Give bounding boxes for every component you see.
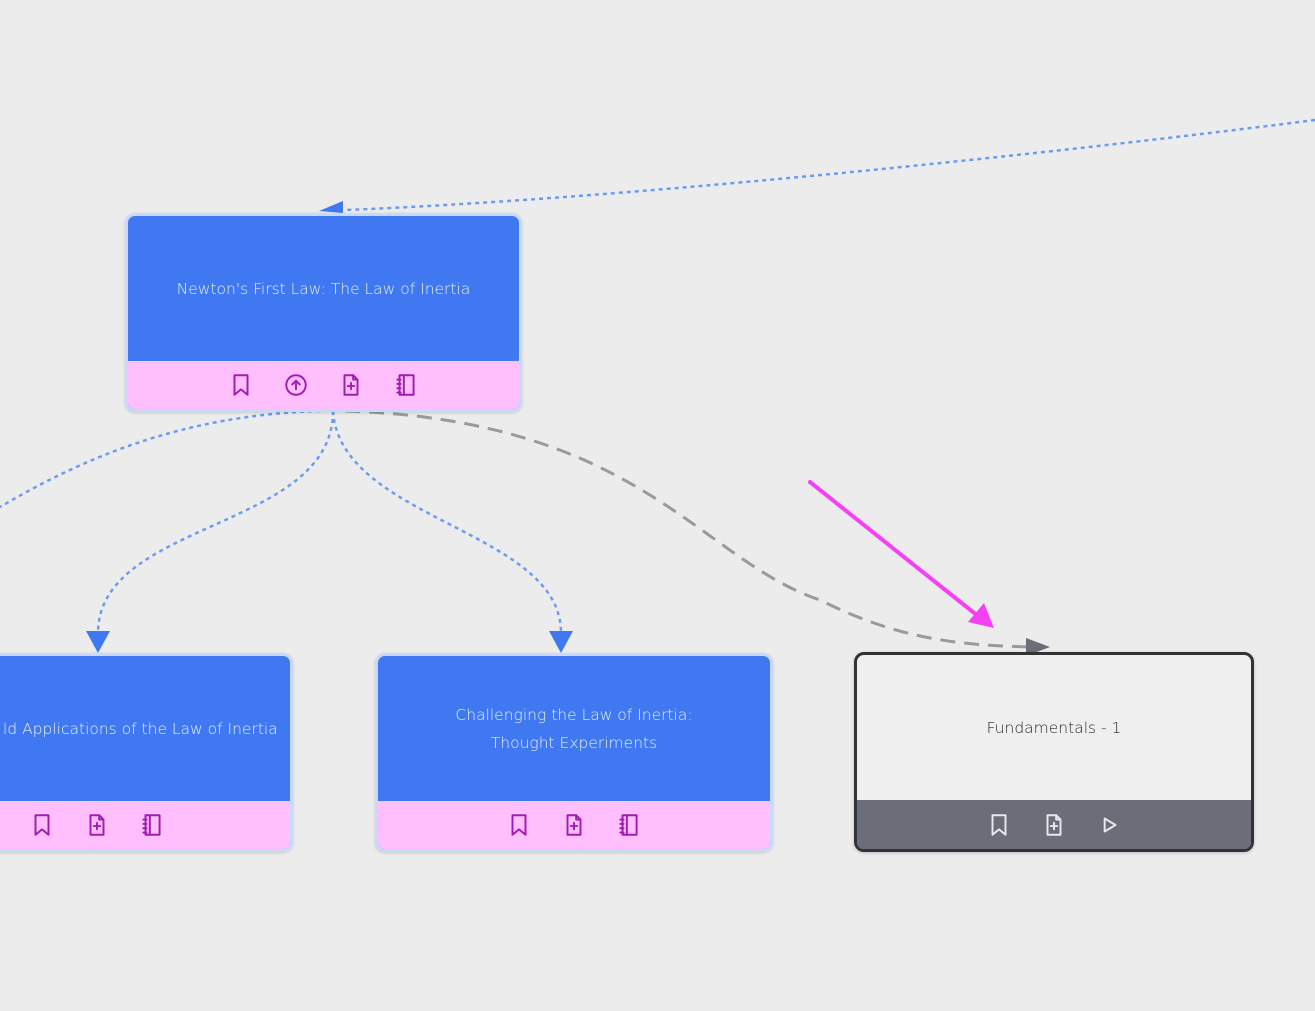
node-thought-experiments[interactable]: Challenging the Law of Inertia: Thought … — [375, 653, 773, 852]
node-footer — [0, 801, 290, 849]
arrowhead-applications — [86, 631, 110, 653]
notebook-icon[interactable] — [613, 809, 646, 842]
notebook-icon[interactable] — [135, 809, 168, 842]
highlight-arrow-line — [808, 480, 980, 618]
add-file-icon[interactable] — [335, 369, 368, 402]
node-footer — [128, 361, 519, 409]
edge-newton-to-thought-experiments — [331, 410, 563, 633]
bookmark-icon[interactable] — [983, 808, 1016, 841]
edge-newton-to-fundamentals — [344, 409, 1031, 649]
edge-newton-to-offscreen-left — [0, 409, 321, 509]
node-title: Newton's First Law: The Law of Inertia — [176, 279, 471, 298]
node-fundamentals[interactable]: Fundamentals - 1 — [854, 652, 1254, 852]
arrowhead-thought-experiments — [549, 631, 573, 653]
play-icon[interactable] — [1093, 808, 1126, 841]
bookmark-icon[interactable] — [503, 809, 536, 842]
node-real-world-applications[interactable]: ld Applications of the Law of Inertia — [0, 653, 293, 852]
node-footer — [378, 801, 770, 849]
bookmark-icon[interactable] — [225, 369, 258, 402]
bookmark-icon[interactable] — [25, 809, 58, 842]
edge-offscreen-to-newton — [344, 118, 1315, 212]
add-file-icon[interactable] — [80, 809, 113, 842]
node-title: Challenging the Law of Inertia: Thought … — [455, 705, 693, 752]
upload-circle-icon[interactable] — [280, 369, 313, 402]
add-file-icon[interactable] — [1038, 808, 1071, 841]
node-title: ld Applications of the Law of Inertia — [3, 719, 278, 738]
node-newton-first-law[interactable]: Newton's First Law: The Law of Inertia — [125, 213, 522, 412]
add-file-icon[interactable] — [558, 809, 591, 842]
edge-newton-to-applications — [96, 410, 335, 633]
node-title: Fundamentals - 1 — [986, 719, 1122, 737]
arrowhead-newton-top — [319, 201, 343, 213]
highlight-arrow-head — [968, 603, 994, 628]
node-footer — [857, 800, 1251, 849]
notebook-icon[interactable] — [390, 369, 423, 402]
